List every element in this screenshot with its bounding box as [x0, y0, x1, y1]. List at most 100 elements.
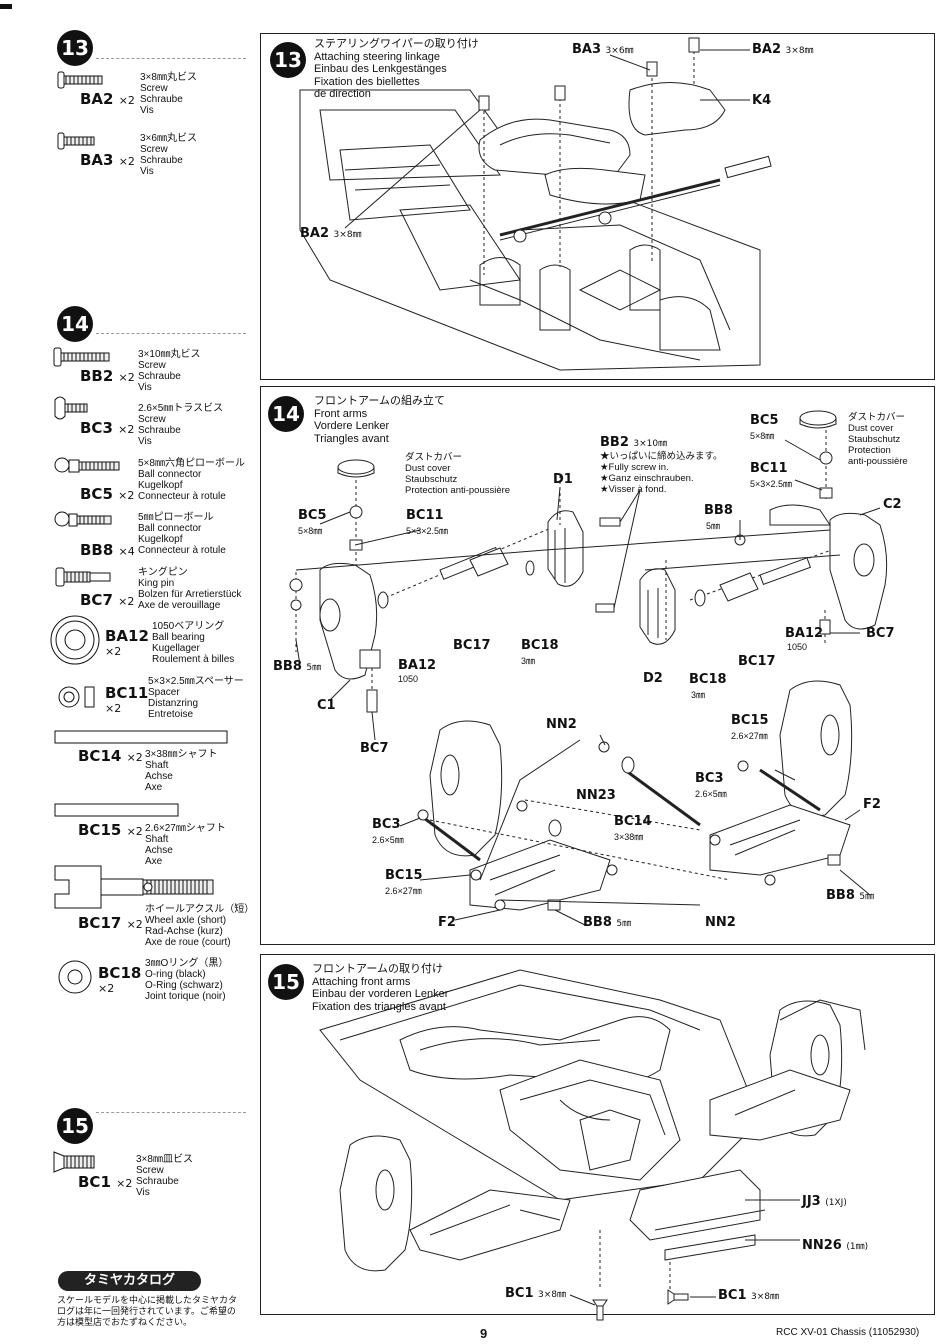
part-bc15-desc: 2.6×27㎜シャフト Shaft Achse Axe — [145, 823, 226, 867]
label-bc3-left-size: 2.6×5㎜ — [372, 835, 404, 845]
divider — [96, 58, 246, 59]
label-bb8-left: BB8 5㎜ — [273, 659, 322, 674]
panel-15-badge: 15 — [268, 964, 304, 1000]
label-bc15-right-size: 2.6×27㎜ — [731, 731, 768, 741]
label-bc17-left: BC17 — [453, 638, 491, 653]
panel-13-badge: 13 — [270, 42, 306, 78]
part-bc14: BC14 ×2 — [78, 747, 143, 765]
label-bc1-right: BC1 3×8㎜ — [718, 1288, 780, 1303]
label-ba12-left: BA12 — [398, 658, 437, 673]
label-bc3-right-size: 2.6×5㎜ — [695, 789, 727, 799]
part-ba12: BA12×2 — [105, 627, 149, 659]
part-bb8-desc: 5㎜ピローボール Ball connector Kugelkopf Connec… — [138, 512, 226, 556]
label-f2-left: F2 — [438, 915, 456, 930]
step-13-parts-art — [57, 71, 103, 150]
label-d1: D1 — [553, 472, 573, 487]
part-bc3-desc: 2.6×5㎜トラスビス Screw Schraube Vis — [138, 403, 224, 447]
panel-14-badge: 14 — [268, 396, 304, 432]
label-k4: K4 — [752, 93, 772, 108]
label-bc17-right: BC17 — [738, 654, 776, 669]
part-bc1: BC1 ×2 — [78, 1173, 133, 1191]
part-bc17-desc: ホイールアクスル（短） Wheel axle (short) Rad-Achse… — [145, 904, 255, 948]
label-bc11-left-size: 5×3×2.5㎜ — [406, 526, 449, 536]
label-ba12-right-size: 1050 — [787, 642, 808, 652]
label-bc15-right: BC15 — [731, 713, 769, 728]
label-bc1-left: BC1 3×8㎜ — [505, 1286, 567, 1301]
label-bc15-left-size: 2.6×27㎜ — [385, 886, 422, 896]
label-bc5-left-size: 5×8㎜ — [298, 526, 323, 536]
part-bb8: BB8 ×4 — [80, 541, 135, 559]
label-bc5-left: BC5 — [298, 508, 327, 523]
part-bc11: BC11×2 — [105, 684, 149, 716]
part-bc18-desc: 3㎜Oリング（黒） O-ring (black) O-Ring (schwarz… — [145, 958, 229, 1002]
dust-cover-right: ダストカバー Dust cover Staubschutz Protection… — [848, 412, 908, 467]
label-bc18-right: BC18 — [689, 672, 727, 687]
label-bb8-bottom: BB8 5㎜ — [583, 915, 632, 930]
part-bc5-desc: 5×8㎜六角ピローボール Ball connector Kugelkopf Co… — [138, 458, 245, 502]
step-15-parts-art — [53, 1151, 95, 1173]
part-bc5: BC5 ×2 — [80, 485, 135, 503]
label-bc7-left: BC7 — [360, 741, 389, 756]
part-bb2-desc: 3×10㎜丸ビス Screw Schraube Vis — [138, 349, 201, 393]
label-bc3-left: BC3 — [372, 817, 401, 832]
panel-step-13 — [260, 33, 935, 380]
label-c2: C2 — [883, 497, 902, 512]
label-ba12-left-size: 1050 — [398, 674, 419, 684]
part-bc7-desc: キングピン King pin Bolzen für Arretierstück … — [138, 567, 242, 611]
part-ba3: BA3 ×2 — [80, 151, 135, 169]
panel-15-title: フロントアームの取り付け Attaching front arms Einbau… — [312, 963, 449, 1013]
label-bb8-right: BB8 — [704, 503, 733, 518]
label-bc14-size: 3×38㎜ — [614, 832, 644, 842]
model-footer: RCC XV-01 Chassis (11052930) — [776, 1327, 920, 1338]
label-jj3: JJ3 (1XJ) — [802, 1194, 847, 1209]
part-bc11-desc: 5×3×2.5㎜スペーサー Spacer Distanzring Entreto… — [148, 676, 244, 720]
label-bc14: BC14 — [614, 814, 652, 829]
part-bc15: BC15 ×2 — [78, 821, 143, 839]
panel-13-title: ステアリングワイパーの取り付け Attaching steering linka… — [314, 38, 479, 100]
label-bb8-right-size: 5㎜ — [706, 521, 721, 531]
label-d2: D2 — [643, 671, 663, 686]
label-ba3: BA3 3×6㎜ — [572, 42, 634, 57]
label-ba12-right: BA12 — [785, 626, 824, 641]
label-bc11-right-size: 5×3×2.5㎜ — [750, 479, 793, 489]
part-bb2: BB2 ×2 — [80, 367, 135, 385]
bb2-note: ★いっぱいに締め込みます。 ★Fully screw in. ★Ganz ein… — [600, 451, 723, 495]
label-bc18-right-size: 3㎜ — [691, 690, 706, 700]
part-bc14-desc: 3×38㎜シャフト Shaft Achse Axe — [145, 749, 218, 793]
label-bc18-left-size: 3㎜ — [521, 656, 536, 666]
divider — [96, 333, 246, 334]
step-14-badge: 14 — [57, 306, 93, 342]
label-ba2-left: BA2 3×8㎜ — [300, 226, 362, 241]
part-ba2: BA2 ×2 — [80, 90, 135, 108]
part-bc3: BC3 ×2 — [80, 419, 135, 437]
label-nn23: NN23 — [576, 788, 616, 803]
panel-step-14 — [260, 386, 935, 945]
label-f2-right: F2 — [863, 797, 881, 812]
corner-mark — [0, 4, 12, 9]
step-15-badge: 15 — [57, 1108, 93, 1144]
label-nn2-bottom: NN2 — [705, 915, 736, 930]
label-nn2-top: NN2 — [546, 717, 577, 732]
label-bc11-right: BC11 — [750, 461, 788, 476]
label-bb8-bottom-right: BB8 5㎜ — [826, 888, 875, 903]
catalog-badge: タミヤカタログ — [58, 1271, 201, 1291]
divider — [96, 1112, 246, 1113]
part-ba3-desc: 3×6㎜丸ビス Screw Schraube Vis — [140, 133, 197, 177]
label-bc5-right: BC5 — [750, 413, 779, 428]
part-bc1-desc: 3×8㎜皿ビス Screw Schraube Vis — [136, 1154, 193, 1198]
label-bc3-right: BC3 — [695, 771, 724, 786]
catalog-text: スケールモデルを中心に掲載したタミヤカタ ログは年に一回発行されています。ご希望… — [57, 1295, 238, 1327]
label-ba2-top: BA2 3×8㎜ — [752, 42, 814, 57]
panel-14-title: フロントアームの組み立て Front arms Vordere Lenker T… — [314, 395, 446, 445]
part-bc7: BC7 ×2 — [80, 591, 135, 609]
dust-cover-left: ダストカバー Dust cover Staubschutz Protection… — [405, 452, 511, 496]
label-bc7-right: BC7 — [866, 626, 895, 641]
part-ba2-desc: 3×8㎜丸ビス Screw Schraube Vis — [140, 72, 197, 116]
label-nn26: NN26 (1㎜) — [802, 1238, 869, 1253]
label-bc11-left: BC11 — [406, 508, 444, 523]
label-bc15-left: BC15 — [385, 868, 423, 883]
part-ba12-desc: 1050ベアリング Ball bearing Kugellager Roulem… — [152, 621, 235, 665]
